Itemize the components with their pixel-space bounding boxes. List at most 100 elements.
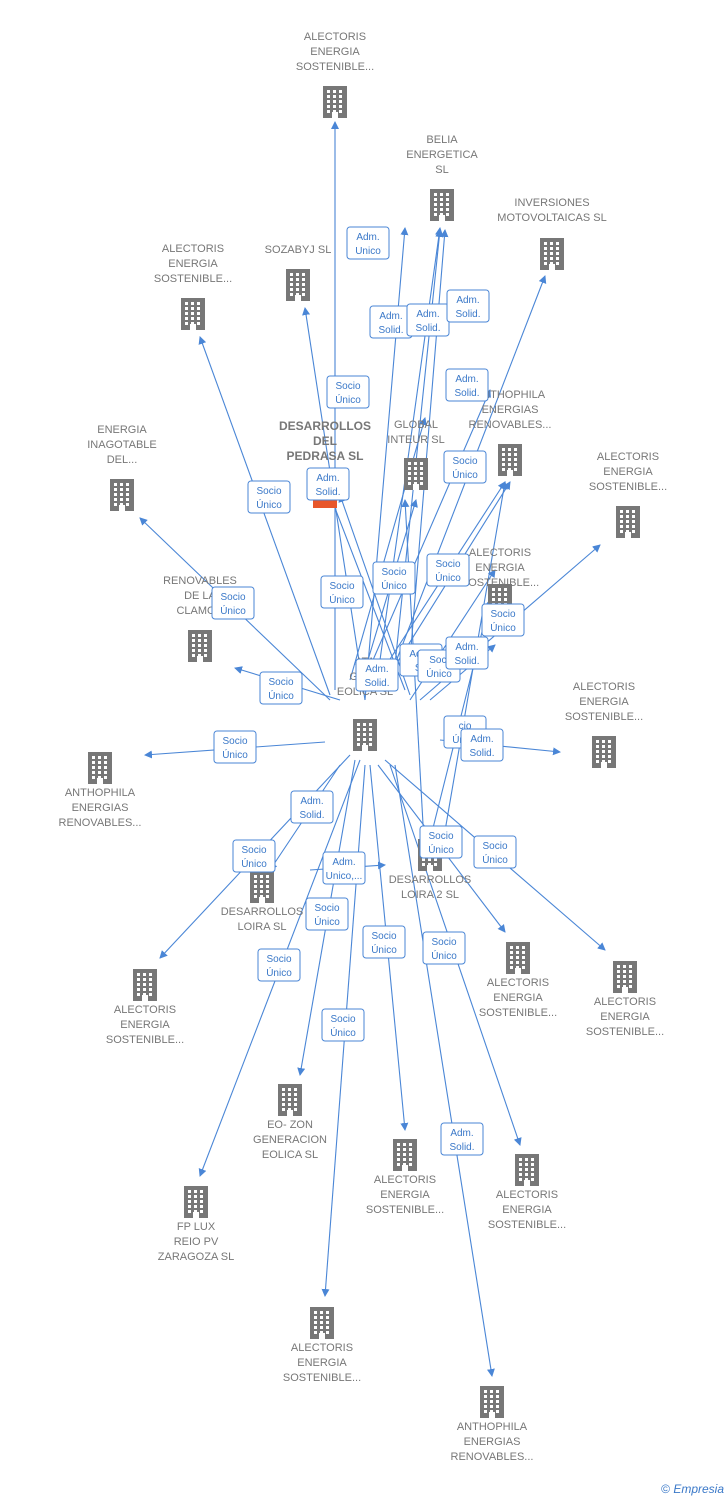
relationship-text: Adm.Solid. bbox=[454, 374, 479, 399]
edge-line bbox=[359, 389, 491, 691]
building-icon bbox=[540, 238, 564, 270]
relationship-label[interactable]: Adm.Solid. bbox=[460, 728, 504, 762]
copyright-symbol: © bbox=[661, 1482, 670, 1496]
footer-brand[interactable]: © Empresia bbox=[661, 1482, 724, 1496]
relationship-label[interactable]: Adm.Solid. bbox=[406, 303, 450, 337]
company-name: SOZABYJ SL bbox=[265, 244, 332, 256]
building-icon bbox=[506, 942, 530, 974]
edge-labels-layer: Adm.UnicoAdm.Solid.Adm.Solid.Adm.Solid.S… bbox=[211, 226, 525, 1156]
edge-line bbox=[401, 499, 426, 861]
building-icon bbox=[353, 719, 377, 751]
relationship-label[interactable]: Adm.Solid. bbox=[369, 305, 413, 339]
relationship-label[interactable]: Adm.Solid. bbox=[290, 790, 334, 824]
edge-line bbox=[394, 229, 444, 666]
relationship-label[interactable]: Adm.Unico,... bbox=[322, 851, 366, 885]
building-icon bbox=[498, 444, 522, 476]
relationship-label[interactable]: Adm.Solid. bbox=[306, 467, 350, 501]
building-icon bbox=[250, 871, 274, 903]
company-node[interactable]: SOZABYJ SL bbox=[265, 244, 332, 301]
relationship-label[interactable]: Adm.Solid. bbox=[445, 636, 489, 670]
building-icon bbox=[515, 1154, 539, 1186]
relationship-text: Adm.Unico bbox=[355, 232, 381, 257]
relationship-label[interactable]: Adm.Unico bbox=[346, 226, 390, 260]
building-icon bbox=[88, 752, 112, 784]
relationship-label[interactable]: Adm.Solid. bbox=[445, 368, 489, 402]
relationship-label[interactable]: Adm.Solid. bbox=[446, 289, 490, 323]
relationship-text: Adm.Solid. bbox=[315, 473, 340, 498]
relationship-label[interactable]: Adm.Solid. bbox=[355, 658, 399, 692]
building-icon bbox=[430, 189, 454, 221]
building-icon bbox=[592, 736, 616, 768]
relationship-label[interactable]: Adm.Solid. bbox=[440, 1122, 484, 1156]
building-icon bbox=[184, 1186, 208, 1218]
relationship-text: Adm.Solid. bbox=[364, 664, 389, 689]
building-icon bbox=[313, 498, 337, 508]
building-icon bbox=[310, 1307, 334, 1339]
building-icon bbox=[393, 1139, 417, 1171]
building-icon bbox=[613, 961, 637, 993]
